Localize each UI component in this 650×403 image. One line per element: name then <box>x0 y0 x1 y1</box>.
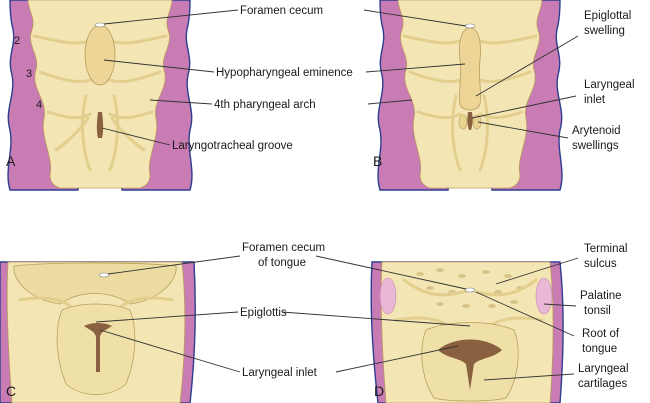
label-palatine-tonsil-line-1: Palatine <box>580 290 622 302</box>
panel-b-fold-3 <box>408 70 462 84</box>
label-arytenoid-swellings-line-1: Arytenoid <box>572 125 621 137</box>
panel-b-leader-arytenoid <box>477 121 569 139</box>
panel-a-laryngotracheal-groove <box>96 112 104 138</box>
panel-a-fold-6 <box>108 110 154 120</box>
label-foramen-cecum-of-tongue-line-1: Foramen cecum <box>242 242 325 254</box>
label-4th-pharyngeal-arch: 4th pharyngeal arch <box>214 99 316 111</box>
panel-b-letter: B <box>373 153 382 169</box>
panel-a-fold-7 <box>54 116 90 152</box>
panel-b-fold-8 <box>478 94 489 172</box>
panel-a-hypopharyngeal-eminence <box>84 24 116 86</box>
label-terminal-sulcus-line-2: sulcus <box>584 258 617 270</box>
label-palatine-tonsil-line-2: tonsil <box>584 305 611 317</box>
panel-d-leader-root-of-tongue <box>475 291 575 337</box>
panel-a-floor <box>27 0 173 189</box>
panel-b: Epiglottal swelling Laryngeal inlet Aryt… <box>363 0 635 191</box>
panel-c: Foramen cecum of tongue Epiglottis Laryn… <box>0 242 325 403</box>
panel-d-foramen-cecum <box>464 287 476 293</box>
label-laryngeal-cartilages-line-2: cartilages <box>578 378 627 390</box>
panel-b-fold-5 <box>416 110 462 120</box>
panel-b-laryngeal-inlet <box>467 112 473 130</box>
panel-c-fold-2 <box>120 296 174 308</box>
panel-b-fold-7 <box>451 94 462 172</box>
panel-c-leader-laryngeal-inlet <box>99 329 241 373</box>
panel-d: Terminal sulcus Palatine tonsil Root of … <box>281 243 629 403</box>
panel-b-tongue-swelling <box>459 27 481 111</box>
label-foramen-cecum-of-tongue-line-2: of tongue <box>258 257 306 269</box>
panel-c-letter: C <box>6 383 16 399</box>
panel-b-fold-6 <box>478 110 524 120</box>
panel-c-laryngeal-inlet <box>84 323 112 372</box>
panel-b-arytenoid-right <box>472 114 482 130</box>
label-laryngeal-cartilages-line-1: Laryngeal <box>578 363 629 375</box>
panel-a-foramen-cecum <box>94 22 106 28</box>
panel-d-leader-laryngeal-cartilages <box>483 373 575 381</box>
panel-a-arch-4-fold <box>81 94 92 172</box>
label-root-of-tongue-line-2: tongue <box>582 343 617 355</box>
panel-d-leader-palatine-tonsil <box>543 303 577 307</box>
panel-d-leader-laryngeal-inlet <box>335 345 459 373</box>
panel-d-palatine-tonsil-right <box>535 277 553 315</box>
panel-b-arytenoid-left <box>458 114 468 130</box>
panel-b-foramen-cecum <box>464 23 476 29</box>
label-foramen-cecum: Foramen cecum <box>240 5 323 17</box>
panel-a-arch-4-fold-r <box>108 94 119 172</box>
label-epiglottis: Epiglottis <box>240 307 287 319</box>
panel-a-fold-3 <box>38 70 92 84</box>
label-laryngotracheal-groove: Laryngotracheal groove <box>172 140 293 152</box>
label-arytenoid-swellings-line-2: swellings <box>572 140 619 152</box>
panel-c-fold-1 <box>18 296 72 308</box>
panel-b-leader-4th-arch <box>367 99 413 105</box>
panel-d-palatine-tonsil-left <box>379 277 397 315</box>
panel-b-fold-2 <box>476 34 538 45</box>
panel-d-laryngeal-inlet <box>438 339 502 390</box>
panel-d-leader-epiglottis <box>281 311 471 327</box>
panel-b-leader-laryngeal-inlet <box>471 95 577 119</box>
panel-a: 2 3 4 Foramen cecum Hypopharyngeal emine… <box>6 0 353 191</box>
panel-b-leader-foramen-cecum <box>363 9 467 27</box>
panel-a-arch-number-3: 3 <box>26 68 32 80</box>
panel-c-leader-foramen-cecum <box>107 255 241 275</box>
panel-c-foramen-cecum <box>98 272 110 278</box>
label-root-of-tongue-line-1: Root of <box>582 328 620 340</box>
label-laryngeal-inlet-b-line-1: Laryngeal <box>584 79 635 91</box>
panel-b-fold-4 <box>478 70 532 84</box>
panel-b-leader-epiglottal <box>475 35 579 97</box>
panel-d-leader-terminal-sulcus <box>495 257 579 285</box>
panel-a-fold-8 <box>110 116 146 152</box>
label-epiglottal-swelling-line-1: Epiglottal <box>584 10 631 22</box>
label-terminal-sulcus-line-1: Terminal <box>584 243 627 255</box>
label-laryngeal-inlet-c: Laryngeal inlet <box>242 367 318 379</box>
panel-a-letter: A <box>6 153 16 169</box>
panel-a-arch-number-2: 2 <box>14 35 20 47</box>
panel-a-leader-laryngotracheal <box>101 127 171 146</box>
panel-a-leader-hypopharyngeal <box>103 59 215 73</box>
panel-a-arch-number-4: 4 <box>36 99 42 111</box>
panel-a-fold-4 <box>108 70 162 84</box>
panel-b-leader-hypopharyngeal <box>365 63 466 73</box>
label-hypopharyngeal-eminence: Hypopharyngeal eminence <box>216 67 353 79</box>
panel-a-leader-foramen-cecum <box>103 9 239 25</box>
label-laryngeal-inlet-b-line-2: inlet <box>584 94 606 106</box>
panel-d-leader-foramen-cecum <box>315 255 467 290</box>
panel-a-fold-5 <box>46 110 92 120</box>
label-epiglottal-swelling-line-2: swelling <box>584 25 625 37</box>
panel-d-letter: D <box>374 383 384 399</box>
panel-b-fold-1 <box>402 34 464 45</box>
panel-a-leader-4th-arch <box>149 99 213 105</box>
panel-c-leader-epiglottis <box>95 311 239 323</box>
